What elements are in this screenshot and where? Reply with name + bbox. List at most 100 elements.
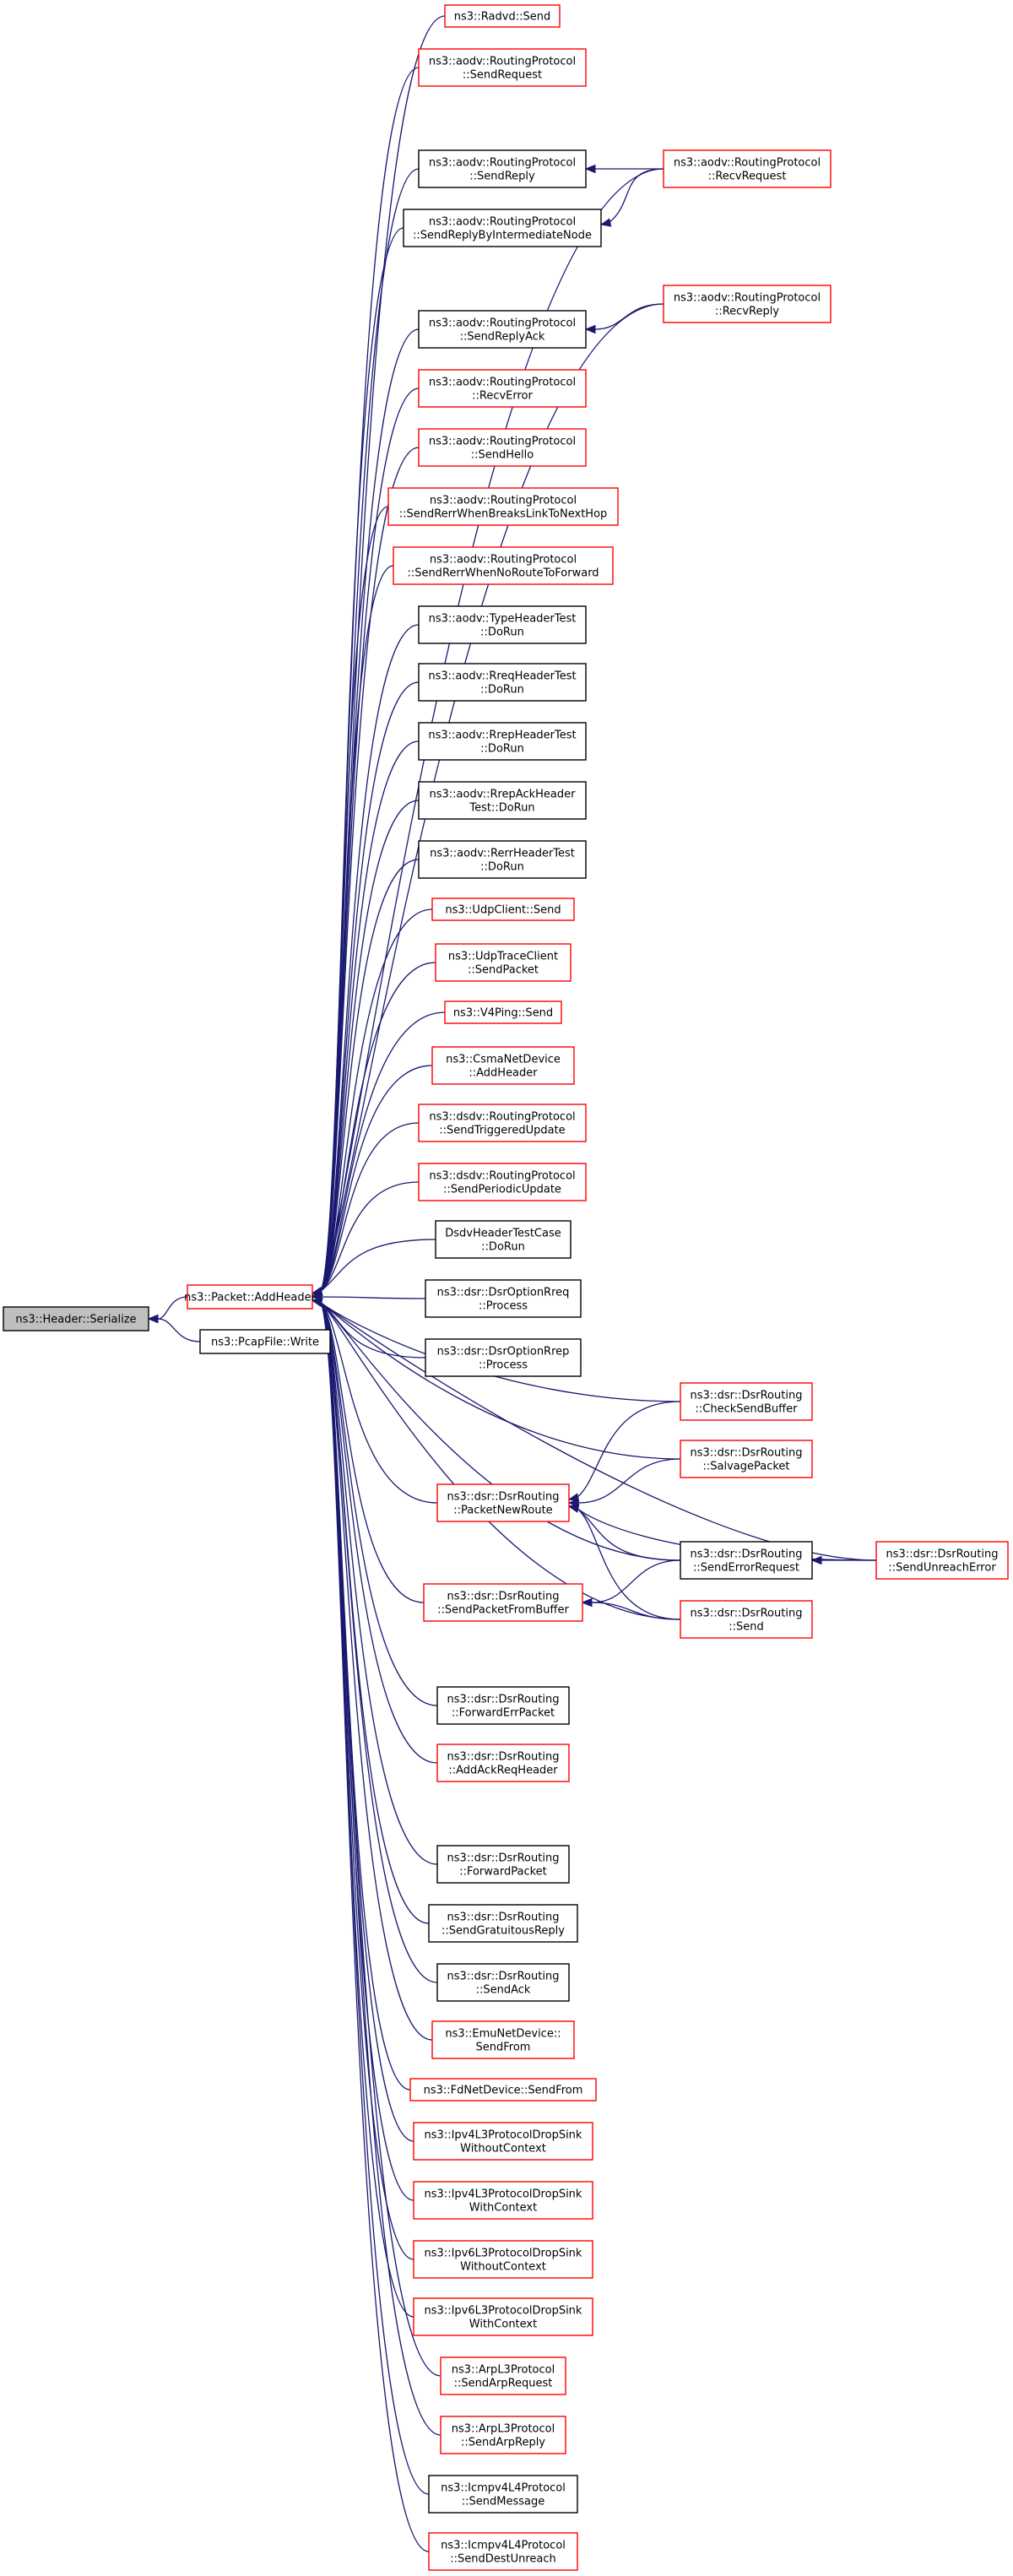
- node-label: ::SalvagePacket: [702, 1461, 789, 1473]
- node-dsr-sendunreacherror[interactable]: ns3::dsr::DsrRouting::SendUnreachError: [875, 1541, 1009, 1580]
- node-label: ::SendErrorRequest: [693, 1562, 799, 1575]
- node-label: ns3::aodv::RoutingProtocol: [674, 157, 821, 170]
- node-dsr-sendgratuitousreply[interactable]: ns3::dsr::DsrRouting::SendGratuitousRepl…: [428, 1904, 578, 1943]
- node-label: ::RecvRequest: [708, 171, 787, 183]
- node-label: ns3::dsr::DsrOptionRreq: [437, 1287, 570, 1299]
- edge-line: [319, 1301, 430, 2552]
- node-aodv-sendreplybyint[interactable]: ns3::aodv::RoutingProtocol::SendReplyByI…: [403, 209, 602, 247]
- edge-dsr-salvagepacket-to-packet-addheader: [311, 1298, 681, 1460]
- node-label: ns3::Ipv4L3ProtocolDropSink: [425, 2188, 582, 2201]
- arrowhead: [567, 1493, 580, 1502]
- node-packet-addheader[interactable]: ns3::Packet::AddHeader: [184, 1284, 317, 1310]
- node-box: [435, 1220, 572, 1259]
- node-aodv-recvrequest[interactable]: ns3::aodv::RoutingProtocol::RecvRequest: [663, 149, 832, 188]
- node-ipv4l3-dropsink-withoutctx[interactable]: ns3::Ipv4L3ProtocolDropSinkWithoutContex…: [413, 2122, 593, 2161]
- node-aodv-sendrequest[interactable]: ns3::aodv::RoutingProtocol::SendRequest: [418, 48, 587, 87]
- node-ipv6l3-dropsink-withoutctx[interactable]: ns3::Ipv6L3ProtocolDropSinkWithoutContex…: [413, 2240, 593, 2279]
- node-arpl3-sendarpreply[interactable]: ns3::ArpL3Protocol::SendArpReply: [440, 2416, 566, 2454]
- node-box: [418, 310, 587, 349]
- node-dsr-addackreqheader[interactable]: ns3::dsr::DsrRouting::AddAckReqHeader: [436, 1744, 570, 1782]
- node-aodv-rreqheadertest[interactable]: ns3::aodv::RreqHeaderTest::DoRun: [418, 663, 587, 702]
- node-label: ns3::V4Ping::Send: [453, 1007, 553, 1020]
- node-v4ping-send[interactable]: ns3::V4Ping::Send: [444, 1001, 562, 1024]
- node-dsr-optionrrep[interactable]: ns3::dsr::DsrOptionRrep::Process: [425, 1338, 582, 1377]
- node-dsdvheadertestcase[interactable]: DsdvHeaderTestCase::DoRun: [435, 1220, 572, 1259]
- edge-ipv4l3-dropsink-withctx-to-packet-addheader: [311, 1298, 414, 2201]
- node-dsr-forwardpacket[interactable]: ns3::dsr::DsrRouting::ForwardPacket: [436, 1845, 570, 1884]
- node-box: [440, 2416, 566, 2454]
- node-dsr-forwarderrpacket[interactable]: ns3::dsr::DsrRouting::ForwardErrPacket: [436, 1686, 570, 1725]
- node-box: [431, 898, 575, 921]
- node-dsr-salvagepacket[interactable]: ns3::dsr::DsrRouting::SalvagePacket: [680, 1440, 813, 1478]
- node-box: [418, 48, 587, 87]
- node-aodv-senderrwhenbreaks[interactable]: ns3::aodv::RoutingProtocol::SendRerrWhen…: [387, 487, 619, 526]
- node-arpl3-sendarprequest[interactable]: ns3::ArpL3Protocol::SendArpRequest: [440, 2356, 566, 2395]
- node-dsr-sendpacketfrombuffer[interactable]: ns3::dsr::DsrRouting::SendPacketFromBuff…: [423, 1583, 583, 1622]
- node-dsr-send[interactable]: ns3::dsr::DsrRouting::Send: [680, 1600, 813, 1639]
- edge-dsr-sendunreacherror-to-packet-addheader: [311, 1298, 877, 1561]
- node-radvd-send[interactable]: ns3::Radvd::Send: [444, 4, 561, 28]
- node-fdnetdevice-sendfrom[interactable]: ns3::FdNetDevice::SendFrom: [409, 2078, 597, 2101]
- node-box: [436, 1686, 570, 1725]
- node-aodv-recverror[interactable]: ns3::aodv::RoutingProtocol::RecvError: [418, 369, 587, 408]
- node-label: WithoutContext: [460, 2143, 546, 2156]
- node-emunetdevice-sendfrom[interactable]: ns3::EmuNetDevice::SendFrom: [431, 2020, 575, 2059]
- node-box: [428, 1904, 578, 1943]
- node-label: ::DoRun: [480, 626, 524, 639]
- node-box: [663, 285, 832, 323]
- node-box: [436, 1845, 570, 1884]
- node-udptraceclient-sendpacket[interactable]: ns3::UdpTraceClient::SendPacket: [435, 943, 572, 982]
- node-aodv-sendreplyack[interactable]: ns3::aodv::RoutingProtocol::SendReplyAck: [418, 310, 587, 349]
- node-aodv-senderrwhennoroute[interactable]: ns3::aodv::RoutingProtocol::SendRerrWhen…: [393, 546, 614, 585]
- node-aodv-rrepheadertest[interactable]: ns3::aodv::RrepHeaderTest::DoRun: [418, 722, 587, 761]
- node-dsr-sendack[interactable]: ns3::dsr::DsrRouting::SendAck: [436, 1963, 570, 2002]
- node-label: ns3::dsr::DsrRouting: [447, 1491, 560, 1504]
- node-box: [431, 2020, 575, 2059]
- node-box: [3, 1306, 149, 1331]
- node-header-serialize[interactable]: ns3::Header::Serialize: [3, 1306, 149, 1331]
- node-label: ::SendRerrWhenNoRouteToForward: [407, 567, 599, 580]
- node-udpclient-send[interactable]: ns3::UdpClient::Send: [431, 898, 575, 921]
- node-box: [680, 1600, 813, 1639]
- node-box: [423, 1583, 583, 1622]
- node-label: ns3::CsmaNetDevice: [446, 1054, 561, 1066]
- edge-dsr-senderrorrequest-to-dsr-packetnewroute: [567, 1504, 681, 1561]
- node-label: WithContext: [469, 2318, 537, 2331]
- node-dsdv-sendtriggered[interactable]: ns3::dsdv::RoutingProtocol::SendTriggere…: [418, 1104, 587, 1142]
- node-icmpv4l4-sendmessage[interactable]: ns3::Icmpv4L4Protocol::SendMessage: [428, 2475, 578, 2514]
- node-dsr-senderrorrequest[interactable]: ns3::dsr::DsrRouting::SendErrorRequest: [680, 1541, 813, 1580]
- node-label: ns3::aodv::RoutingProtocol: [430, 554, 577, 567]
- node-dsr-packetnewroute[interactable]: ns3::dsr::DsrRouting::PacketNewRoute: [436, 1483, 570, 1522]
- node-label: ::AddAckReqHeader: [448, 1765, 558, 1777]
- edge-line: [319, 1301, 438, 1504]
- nodes-layer: ns3::Header::Serialize ns3::Packet::AddHe…: [3, 4, 1009, 2571]
- node-box: [418, 781, 587, 820]
- node-box: [431, 1046, 575, 1085]
- edge-line: [319, 565, 394, 1293]
- edge-line: [319, 67, 420, 1293]
- node-icmpv4l4-senddestunreach[interactable]: ns3::Icmpv4L4Protocol::SendDestUnreach: [428, 2532, 578, 2571]
- node-label: ::SendPeriodicUpdate: [443, 1184, 561, 1196]
- edge-line: [319, 1239, 436, 1293]
- node-dsdv-sendperiodic[interactable]: ns3::dsdv::RoutingProtocol::SendPeriodic…: [418, 1163, 587, 1201]
- edge-line: [319, 1181, 420, 1293]
- node-dsr-checksendbuffer[interactable]: ns3::dsr::DsrRouting::CheckSendBuffer: [680, 1382, 813, 1421]
- node-aodv-sendhello[interactable]: ns3::aodv::RoutingProtocol::SendHello: [418, 428, 587, 467]
- node-dsr-optionrreq[interactable]: ns3::dsr::DsrOptionRreq::Process: [425, 1279, 582, 1318]
- node-aodv-sendreply[interactable]: ns3::aodv::RoutingProtocol::SendReply: [418, 149, 587, 188]
- node-label: ns3::aodv::RoutingProtocol: [429, 216, 576, 229]
- edge-dsr-salvagepacket-to-dsr-packetnewroute: [567, 1458, 681, 1508]
- node-pcapfile-write[interactable]: ns3::PcapFile::Write: [199, 1329, 331, 1354]
- node-aodv-typeheadertest[interactable]: ns3::aodv::TypeHeaderTest::DoRun: [418, 605, 587, 644]
- node-label: ns3::Packet::AddHeader: [184, 1292, 316, 1304]
- node-csmanetdevice-addheader[interactable]: ns3::CsmaNetDevice::AddHeader: [431, 1046, 575, 1085]
- node-aodv-recvreply[interactable]: ns3::aodv::RoutingProtocol::RecvReply: [663, 285, 832, 323]
- node-aodv-rerrheadertest[interactable]: ns3::aodv::RerrHeaderTest::DoRun: [418, 840, 587, 879]
- node-label: ns3::Ipv6L3ProtocolDropSink: [425, 2305, 582, 2318]
- node-label: ns3::FdNetDevice::SendFrom: [424, 2085, 583, 2097]
- edge-line: [319, 227, 404, 1293]
- arrowhead: [567, 1504, 580, 1513]
